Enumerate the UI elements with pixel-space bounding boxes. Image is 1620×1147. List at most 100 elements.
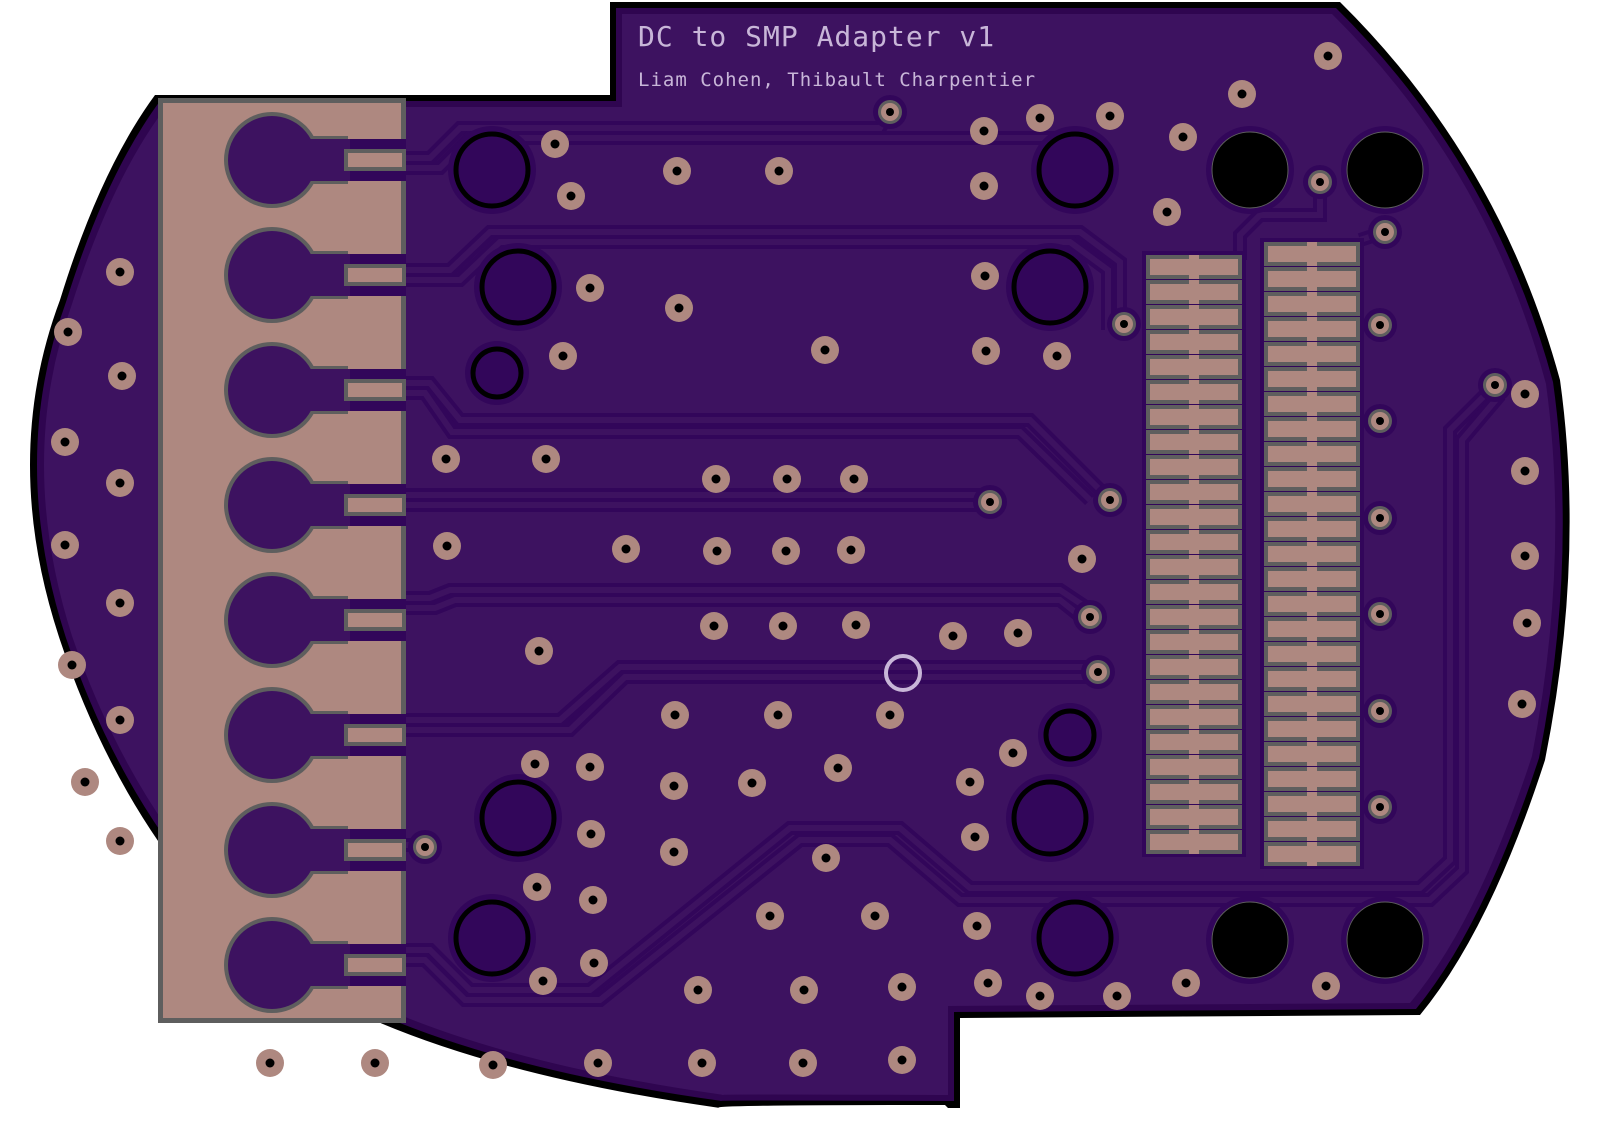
via-drill	[674, 303, 684, 313]
smp-hole	[1043, 708, 1097, 762]
via-drill	[672, 166, 682, 176]
left-header-pad-bridge	[1189, 805, 1199, 829]
via-drill	[265, 1058, 275, 1068]
trace	[405, 393, 1503, 1003]
via-drill	[1520, 466, 1530, 476]
via-drill	[585, 283, 595, 293]
via-drill	[972, 921, 982, 931]
left-header-pad-bridge	[1189, 355, 1199, 379]
right-header-pad-bridge	[1307, 767, 1317, 791]
smp-pad	[228, 806, 316, 894]
right-header-pad-bridge	[1307, 642, 1317, 666]
right-header-pad-bridge	[1307, 417, 1317, 441]
right-header-pad-bridge	[1307, 692, 1317, 716]
left-header-pad-bridge	[1189, 630, 1199, 654]
board-title: DC to SMP Adapter v1	[638, 20, 995, 53]
via-drill	[948, 631, 958, 641]
via-drill	[846, 545, 856, 555]
left-header-pad-bridge	[1189, 755, 1199, 779]
via-drill	[115, 267, 125, 277]
via-drill	[1035, 113, 1045, 123]
via-drill	[778, 621, 788, 631]
signal-via-drill	[1120, 320, 1128, 328]
right-header-pad-bridge	[1307, 242, 1317, 266]
via-drill	[1520, 389, 1530, 399]
via-drill	[970, 832, 980, 842]
right-header-pad-bridge	[1307, 542, 1317, 566]
via-drill	[538, 976, 548, 986]
via-drill	[782, 474, 792, 484]
via-drill	[697, 1058, 707, 1068]
smp-hole	[1011, 779, 1089, 857]
smp-hole	[1036, 131, 1114, 209]
smp-hole	[1036, 899, 1114, 977]
right-header-pad-bridge	[1307, 592, 1317, 616]
via-drill	[115, 836, 125, 846]
via-drill	[541, 454, 551, 464]
smp-pad	[228, 231, 316, 319]
via-drill	[669, 847, 679, 857]
finger-slot	[300, 599, 350, 641]
finger-slot	[300, 829, 350, 871]
via-drill	[80, 777, 90, 787]
via-drill	[712, 546, 722, 556]
left-header-pad-bridge	[1189, 780, 1199, 804]
left-header-pad-bridge	[1189, 330, 1199, 354]
finger-signal-pad	[348, 958, 402, 972]
right-header-pad-bridge	[1307, 667, 1317, 691]
trace	[405, 597, 1087, 623]
left-header-pad-bridge	[1189, 480, 1199, 504]
trace	[405, 390, 1093, 503]
via-drill	[585, 762, 595, 772]
trace	[405, 239, 1111, 330]
via-drill	[1112, 991, 1122, 1001]
left-header-pad-bridge	[1189, 655, 1199, 679]
via-drill	[441, 454, 451, 464]
trace	[1237, 182, 1323, 260]
via-drill	[117, 371, 127, 381]
trace	[405, 229, 1123, 330]
via-drill	[774, 166, 784, 176]
via-drill	[709, 621, 719, 631]
right-header-pad-bridge	[1307, 292, 1317, 316]
holes-layer	[448, 126, 1429, 984]
via-drill	[1008, 748, 1018, 758]
via-drill	[870, 911, 880, 921]
via-drill	[798, 1058, 808, 1068]
right-header-pad-bridge	[1307, 817, 1317, 841]
signal-via-drill	[1381, 228, 1389, 236]
via-drill	[693, 985, 703, 995]
via-drill	[1237, 89, 1247, 99]
finger-signal-pad	[348, 843, 402, 857]
finger-slot	[300, 369, 350, 411]
finger-signal-pad	[348, 498, 402, 512]
via-drill	[442, 541, 452, 551]
ribbon-headers	[1142, 238, 1364, 869]
trace	[405, 382, 1498, 993]
left-header-pad-bridge	[1189, 730, 1199, 754]
via-drill	[1105, 111, 1115, 121]
via-drill	[532, 882, 542, 892]
smp-hole	[470, 346, 524, 400]
left-header-pad-bridge	[1189, 530, 1199, 554]
signal-via-drill	[1316, 178, 1324, 186]
right-header-pad-bridge	[1307, 342, 1317, 366]
right-header-pad-bridge	[1307, 367, 1317, 391]
smp-pad	[228, 921, 316, 1009]
left-header-pad-bridge	[1189, 455, 1199, 479]
via-drill	[885, 710, 895, 720]
via-drill	[550, 139, 560, 149]
left-header-pad-bridge	[1189, 705, 1199, 729]
right-header-pad-bridge	[1307, 742, 1317, 766]
finger-signal-pad	[348, 613, 402, 627]
board-authors: Liam Cohen, Thibault Charpentier	[638, 69, 1036, 91]
via-drill	[1077, 554, 1087, 564]
left-header-pad-bridge	[1189, 380, 1199, 404]
right-header-pad-bridge	[1307, 717, 1317, 741]
via-drill	[765, 911, 775, 921]
via-drill	[897, 1055, 907, 1065]
via-drill	[115, 478, 125, 488]
right-header-pad-bridge	[1307, 842, 1317, 866]
signal-via-drill	[1376, 417, 1384, 425]
via-drill	[983, 978, 993, 988]
